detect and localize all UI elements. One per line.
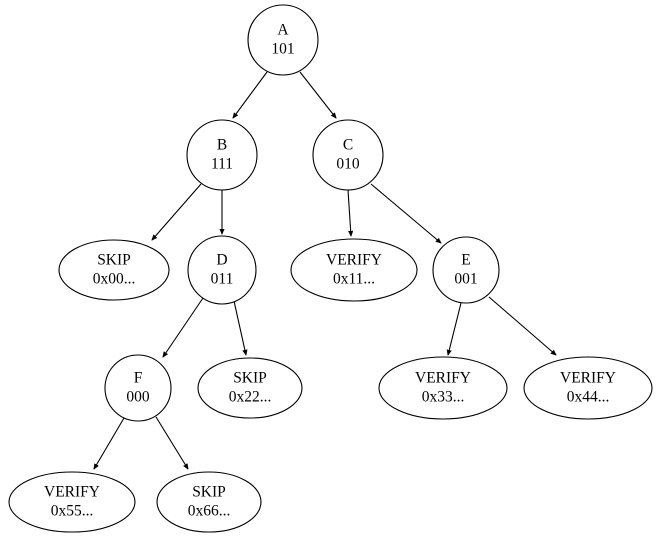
node-v2[interactable]: VERIFY 0x33... <box>378 356 508 420</box>
node-shape-ellipse[interactable] <box>378 356 508 420</box>
edge-f-to-v4 <box>94 417 125 469</box>
edge-c-to-e <box>370 183 441 243</box>
node-label-primary: SKIP <box>97 252 131 269</box>
node-b[interactable]: B 111 <box>186 119 258 191</box>
node-s3[interactable]: SKIP 0x66... <box>156 471 262 533</box>
node-shape-ellipse[interactable] <box>8 471 136 533</box>
node-label-secondary: 001 <box>454 271 477 288</box>
node-label-primary: D <box>216 252 227 269</box>
node-shape-circle[interactable] <box>312 119 384 191</box>
node-shape-ellipse[interactable] <box>58 239 170 301</box>
edge-a-to-b <box>233 71 268 118</box>
edge-e-to-v2 <box>448 302 462 355</box>
node-label-secondary: 0x66... <box>188 503 231 520</box>
nodes-layer: A101B111C010SKIP0x00...D011VERIFY0x11...… <box>8 4 653 533</box>
node-shape-circle[interactable] <box>104 354 172 422</box>
node-s2[interactable]: SKIP 0x22... <box>197 357 303 419</box>
node-f[interactable]: F 000 <box>104 354 172 422</box>
edge-d-to-f <box>163 297 204 357</box>
node-label-primary: VERIFY <box>560 370 616 387</box>
node-label-primary: SKIP <box>233 370 267 387</box>
node-shape-circle[interactable] <box>432 236 500 304</box>
node-shape-circle[interactable] <box>187 235 257 305</box>
edge-d-to-s2 <box>233 300 246 355</box>
edges-layer <box>94 71 556 469</box>
node-label-secondary: 0x33... <box>422 389 465 406</box>
edge-c-to-v1 <box>347 189 351 236</box>
node-shape-ellipse[interactable] <box>197 357 303 419</box>
node-label-secondary: 101 <box>271 41 294 58</box>
node-shape-circle[interactable] <box>247 4 319 76</box>
node-a[interactable]: A 101 <box>247 4 319 76</box>
node-label-secondary: 0x55... <box>51 503 94 520</box>
node-label-secondary: 0x00... <box>93 271 136 288</box>
node-label-secondary: 0x11... <box>333 271 375 288</box>
node-label-secondary: 010 <box>336 156 360 173</box>
node-label-primary: F <box>134 370 143 387</box>
node-shape-ellipse[interactable] <box>156 471 262 533</box>
node-label-secondary: 111 <box>211 156 233 173</box>
node-s1[interactable]: SKIP 0x00... <box>58 239 170 301</box>
node-d[interactable]: D 011 <box>187 235 257 305</box>
node-label-primary: VERIFY <box>44 484 100 501</box>
node-e[interactable]: E 001 <box>432 236 500 304</box>
node-label-primary: SKIP <box>192 484 226 501</box>
node-label-secondary: 011 <box>211 271 234 288</box>
edge-a-to-c <box>299 71 336 118</box>
node-label-primary: VERIFY <box>326 252 382 269</box>
node-label-secondary: 000 <box>126 389 150 406</box>
node-label-primary: VERIFY <box>415 370 471 387</box>
node-v1[interactable]: VERIFY 0x11... <box>290 238 418 302</box>
node-label-primary: C <box>343 137 353 154</box>
node-shape-circle[interactable] <box>186 119 258 191</box>
edge-e-to-v3 <box>488 296 556 355</box>
node-v3[interactable]: VERIFY 0x44... <box>523 356 653 420</box>
node-label-primary: A <box>277 22 289 39</box>
node-shape-ellipse[interactable] <box>523 356 653 420</box>
node-shape-ellipse[interactable] <box>290 238 418 302</box>
node-label-primary: B <box>217 137 227 154</box>
node-label-secondary: 0x44... <box>567 389 610 406</box>
edge-f-to-s3 <box>155 416 188 469</box>
node-label-secondary: 0x22... <box>229 389 272 406</box>
node-label-primary: E <box>461 252 470 269</box>
node-c[interactable]: C 010 <box>312 119 384 191</box>
node-v4[interactable]: VERIFY 0x55... <box>8 471 136 533</box>
edge-b-to-s1 <box>152 183 202 240</box>
